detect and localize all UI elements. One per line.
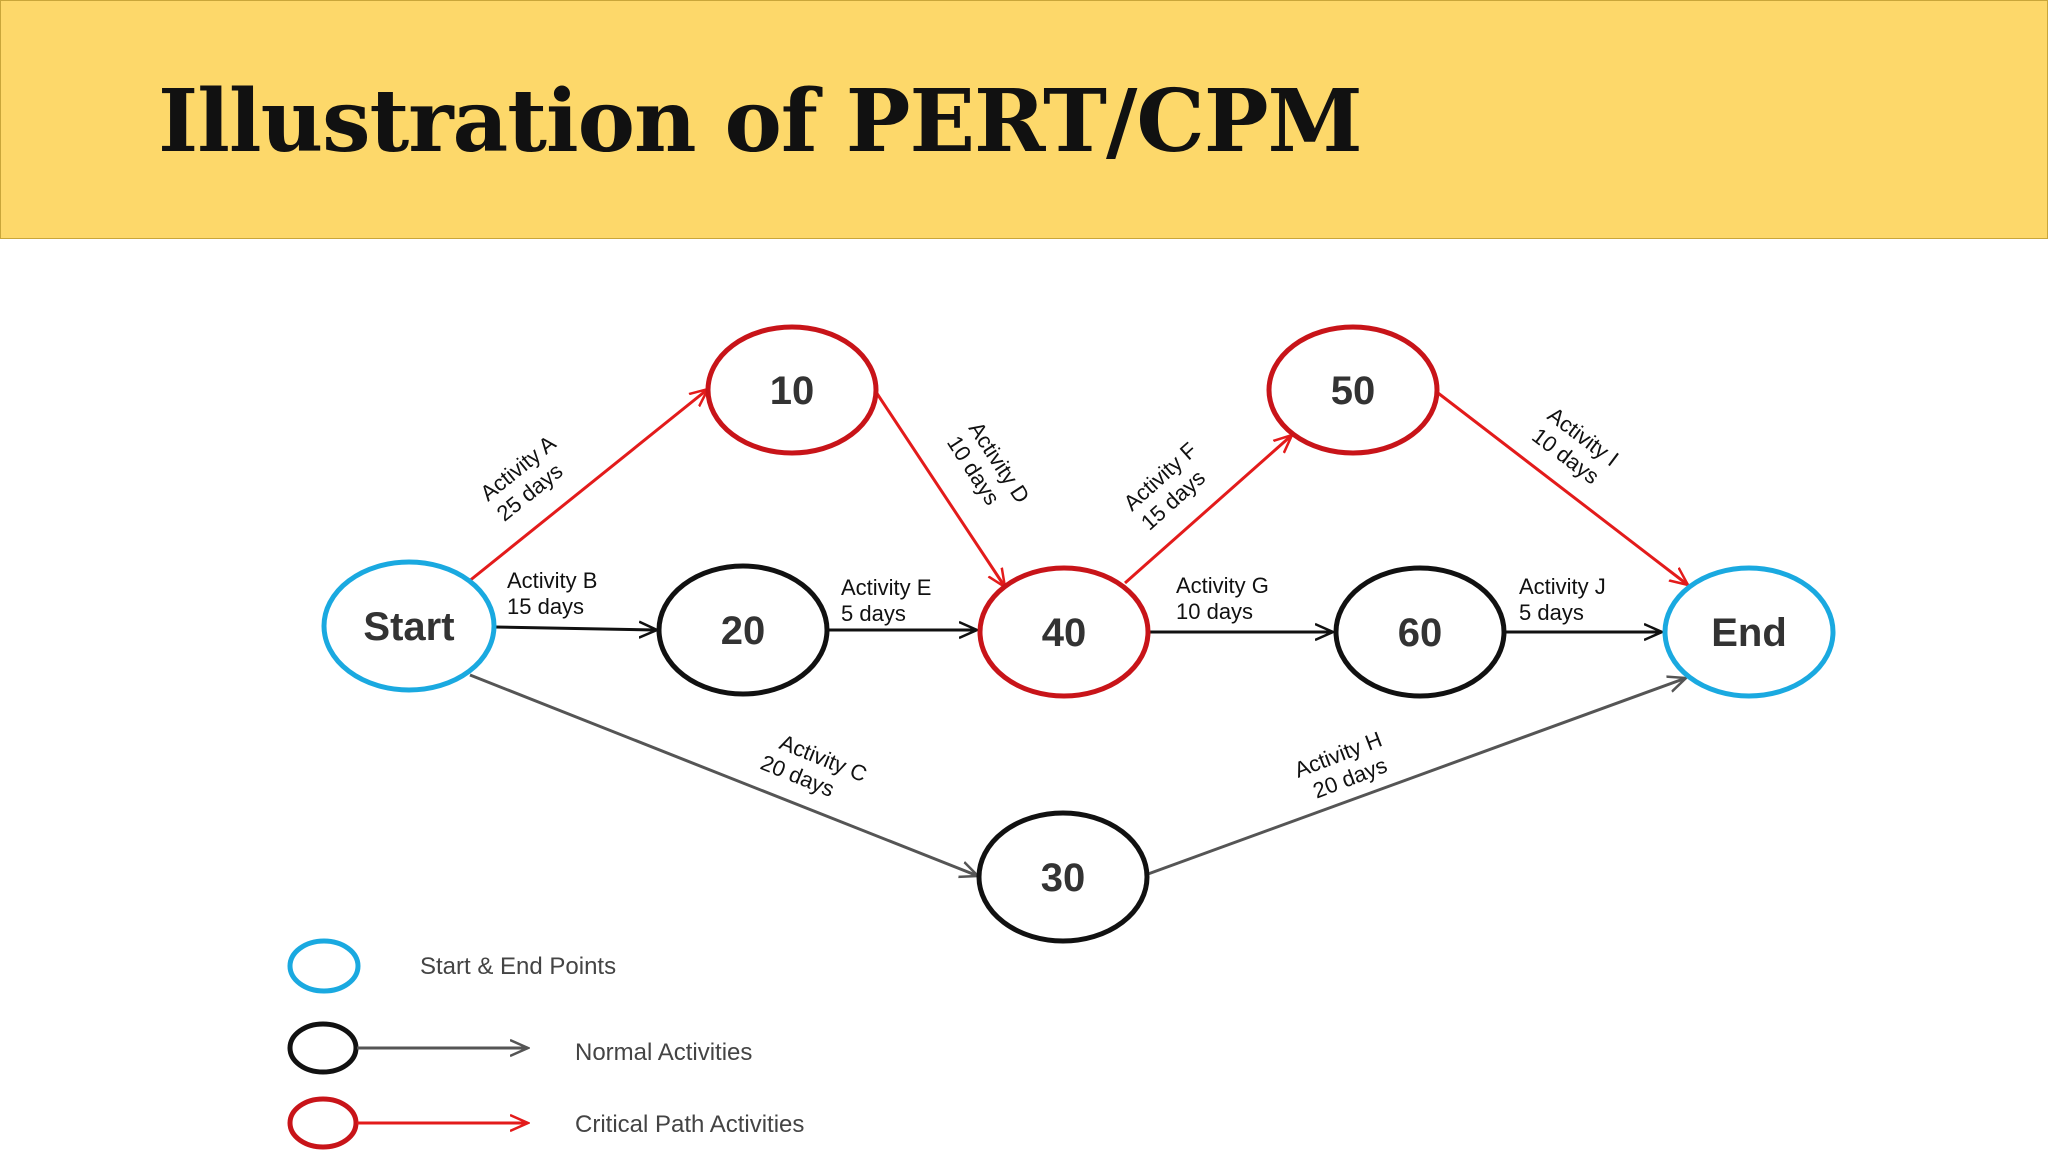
label-activity-j: Activity J 5 days	[1519, 574, 1612, 625]
legend-start-end: Start & End Points	[287, 938, 616, 994]
node-end: End	[1662, 565, 1836, 699]
node-50: 50	[1266, 324, 1440, 456]
edge-activity-i	[1437, 391, 1688, 585]
label-activity-i: Activity I 10 days	[1527, 402, 1628, 496]
node-50-label: 50	[1331, 369, 1376, 413]
node-30: 30	[976, 810, 1150, 944]
activity-b-duration: 15 days	[507, 594, 584, 619]
activity-g-name: Activity G	[1176, 573, 1269, 598]
activity-j-name: Activity J	[1519, 574, 1606, 599]
label-activity-g: Activity G 10 days	[1176, 573, 1275, 624]
legend-normal-label: Normal Activities	[575, 1039, 752, 1066]
page-title: Illustration of PERT/CPM	[158, 71, 1363, 172]
node-10: 10	[705, 324, 879, 456]
label-activity-h: Activity H 20 days	[1291, 724, 1401, 807]
activity-e-duration: 5 days	[841, 601, 906, 626]
legend-critical-label: Critical Path Activities	[575, 1111, 804, 1138]
label-activity-e: Activity E 5 days	[841, 575, 938, 626]
nodes: Start 10 20 40 30 50 60 End	[321, 324, 1836, 944]
node-start-label: Start	[363, 605, 454, 649]
edge-activity-d	[874, 391, 1005, 587]
node-start: Start	[321, 559, 497, 693]
edge-activity-b	[494, 627, 657, 630]
legend-critical-swatch	[287, 1096, 359, 1150]
legend-critical: Critical Path Activities	[287, 1096, 804, 1150]
label-activity-d: Activity D 10 days	[942, 417, 1038, 527]
node-40-label: 40	[1042, 611, 1087, 655]
legend-start-end-swatch	[287, 938, 361, 994]
edge-activity-a	[467, 389, 708, 584]
edge-activity-h	[1147, 678, 1686, 876]
node-10-label: 10	[770, 369, 815, 413]
activity-j-duration: 5 days	[1519, 600, 1584, 625]
node-20: 20	[656, 563, 830, 697]
node-20-label: 20	[721, 609, 766, 653]
edge-activity-c	[469, 673, 978, 876]
node-60-label: 60	[1398, 611, 1443, 655]
activity-g-duration: 10 days	[1176, 599, 1253, 624]
legend-normal: Normal Activities	[287, 1021, 752, 1075]
legend-start-end-label: Start & End Points	[420, 953, 616, 980]
label-activity-f: Activity F 15 days	[1119, 433, 1224, 535]
node-end-label: End	[1711, 611, 1787, 655]
label-activity-a: Activity A 25 days	[475, 427, 580, 526]
activity-e-name: Activity E	[841, 575, 931, 600]
activity-b-name: Activity B	[507, 568, 597, 593]
title-banner: Illustration of PERT/CPM	[0, 0, 2048, 239]
node-30-label: 30	[1041, 856, 1086, 900]
legend: Start & End Points Normal Activities Cri…	[287, 938, 804, 1150]
edges	[467, 389, 1688, 876]
node-40: 40	[977, 565, 1151, 699]
label-activity-b: Activity B 15 days	[507, 568, 604, 619]
legend-normal-swatch	[287, 1021, 359, 1075]
label-activity-c: Activity C 20 days	[757, 726, 876, 814]
edge-activity-f	[1124, 435, 1292, 585]
node-60: 60	[1333, 565, 1507, 699]
